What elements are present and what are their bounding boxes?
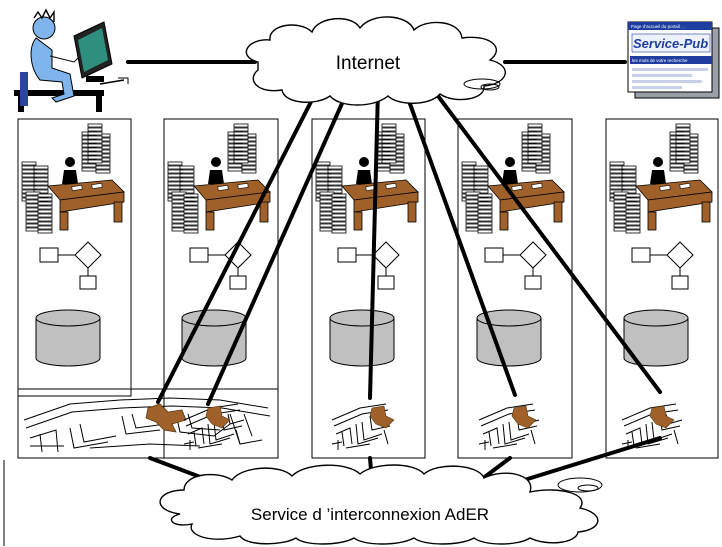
portal-search-text: les mots de votre recherche — [632, 58, 688, 63]
map-highlight-2 — [205, 405, 231, 429]
interconnexion-cloud: Service d ’interconnexion AdER — [159, 464, 603, 545]
office-desk-icon-3 — [316, 124, 418, 233]
flowchart-icon-5 — [631, 241, 694, 290]
database-icon-3 — [329, 309, 395, 367]
office-desk-icon-5 — [610, 124, 712, 233]
flowchart-icon-3 — [337, 241, 400, 290]
service-public-portal-icon: Page d'accueil du portail ... Service-Pu… — [627, 21, 720, 99]
office-desk-icon-4 — [462, 124, 564, 233]
portal-brand-text: Service-Pub — [633, 36, 708, 51]
map-highlight-4 — [511, 405, 537, 429]
office-desk-icon-2 — [168, 124, 270, 233]
map-highlight-5 — [649, 405, 675, 429]
interconnexion-label: Service d ’interconnexion AdER — [251, 505, 489, 524]
database-icon-1 — [35, 309, 101, 367]
map-highlight-wide — [145, 403, 187, 433]
user-at-computer-icon — [14, 8, 129, 112]
office-desk-icon-1 — [22, 124, 124, 233]
internet-cloud: Internet — [245, 16, 506, 106]
internet-label: Internet — [336, 53, 401, 74]
column-box-5 — [605, 118, 719, 459]
column-box-4 — [457, 118, 573, 459]
flowchart-icon-1 — [39, 241, 102, 290]
street-map-wide — [23, 397, 271, 453]
column-box-1 — [17, 118, 132, 397]
street-map-icon-4 — [478, 403, 540, 451]
portal-header-text: Page d'accueil du portail ... — [631, 24, 685, 29]
flowchart-icon-4 — [484, 241, 547, 290]
network-links — [126, 60, 662, 494]
map-highlight-3 — [369, 405, 395, 429]
